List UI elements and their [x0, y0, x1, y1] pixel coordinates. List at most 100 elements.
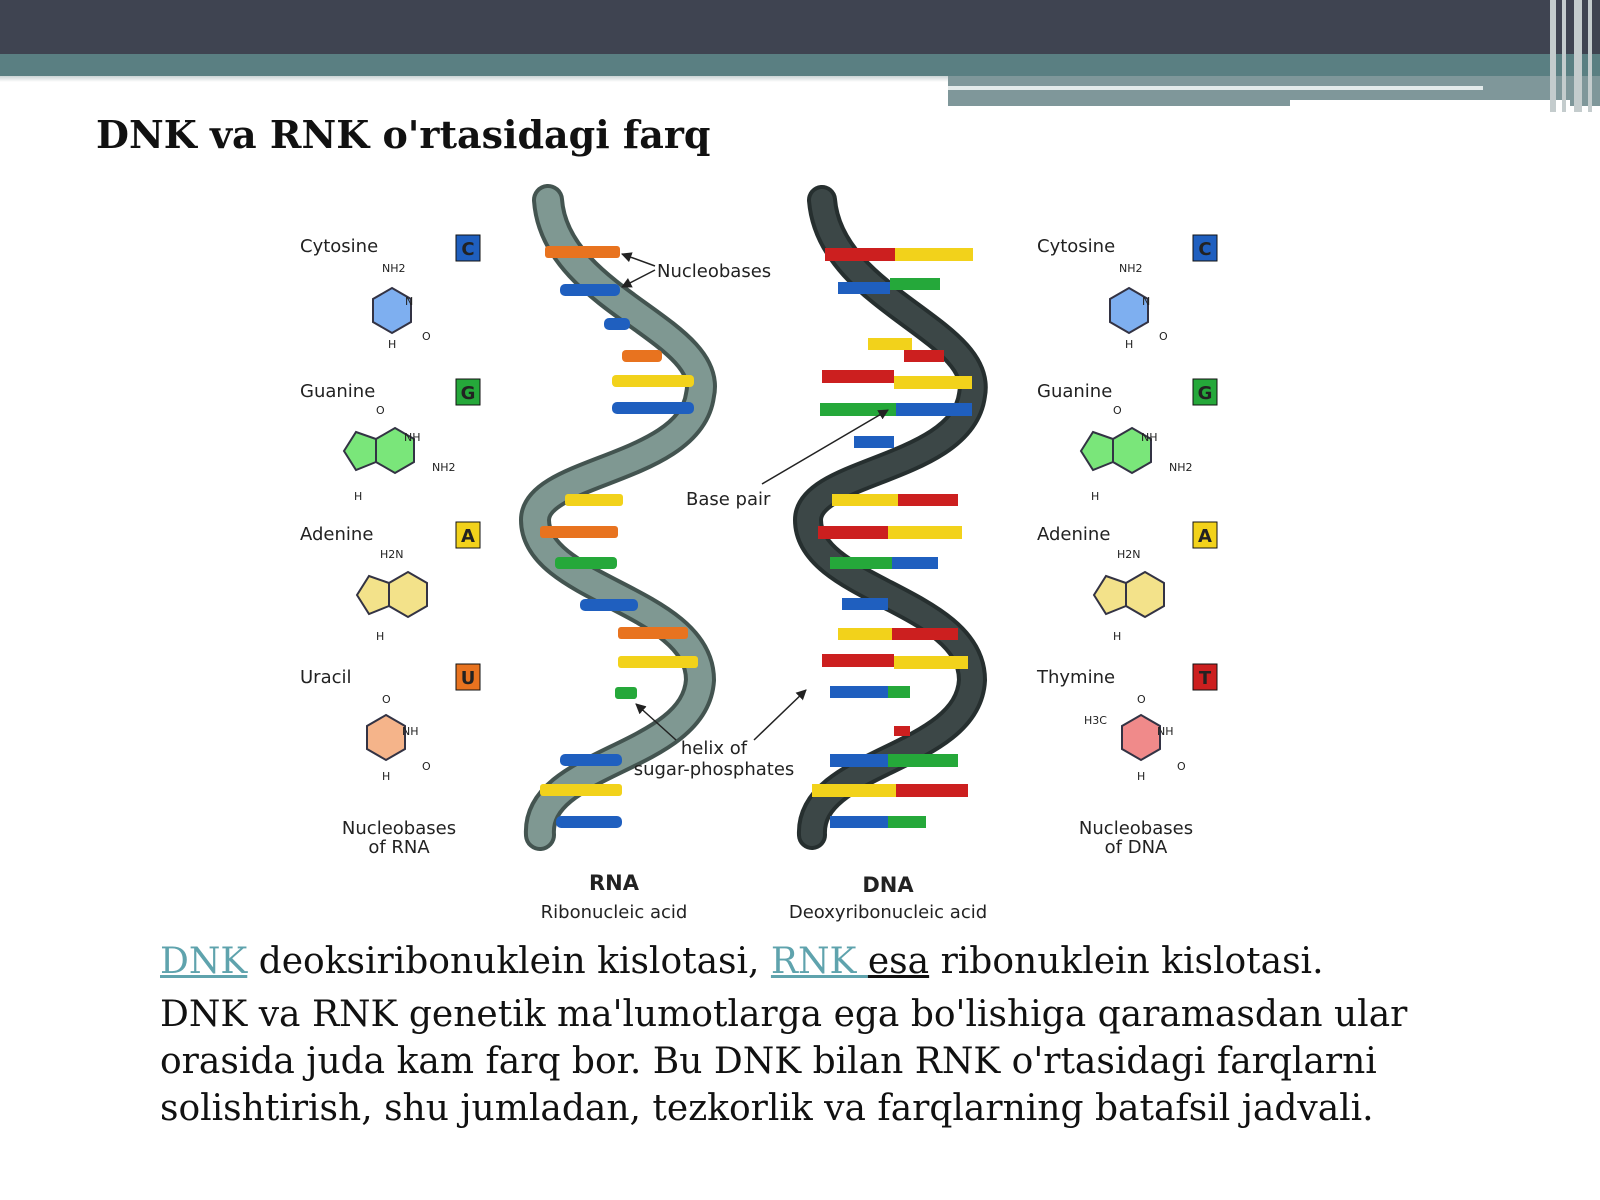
atom-label: N: [1142, 295, 1150, 308]
atom-label: NH2: [432, 461, 456, 474]
esa-word: esa: [867, 941, 930, 982]
atom-label: H: [1137, 770, 1145, 783]
header-accent-line: [1290, 100, 1570, 106]
rna-base: [612, 402, 694, 414]
nucleobases-annotation: Nucleobases: [621, 252, 771, 288]
rna-base: [560, 284, 620, 296]
dna-base-pair: [904, 350, 944, 362]
base-letter: U: [461, 668, 476, 689]
base-letter-badge: [455, 234, 481, 262]
rna-base-name: Adenine: [300, 524, 373, 545]
dna-base-pair: [822, 654, 894, 667]
atom-label: NH: [404, 431, 421, 444]
rna-base: [604, 318, 630, 330]
dna-legend-caption: of DNA: [1105, 837, 1168, 858]
dna-base-pair: [830, 686, 888, 698]
atom-label: NH2: [1119, 262, 1143, 275]
base-letter: A: [1198, 526, 1212, 547]
dna-base-pair: [830, 754, 888, 767]
guanine-structure: O NH NH2 H: [1079, 404, 1193, 503]
dna-legend: Cytosine C NH2 N H O Guanine G O NH NH2 …: [1036, 234, 1218, 858]
rna-legend-caption: Nucleobases: [342, 818, 456, 839]
atom-label: O: [422, 760, 431, 773]
rna-base-name: Uracil: [300, 667, 352, 688]
helix-label-line2: sugar-phosphates: [634, 759, 795, 780]
cytosine-structure: NH2 N H O: [372, 262, 431, 351]
atom-label: H: [1125, 338, 1133, 351]
dna-base-pair: [894, 656, 968, 669]
paragraph-definitions: DNK deoksiribonuklein kislotasi, RNK esa…: [160, 938, 1520, 985]
rnk-link[interactable]: RNK: [770, 941, 868, 982]
atom-label: O: [1177, 760, 1186, 773]
dnk-link[interactable]: DNK: [160, 941, 248, 982]
rna-base: [540, 526, 618, 538]
dna-base-pair: [822, 370, 894, 383]
dna-base-pair: [812, 784, 896, 797]
base-letter-badge: [455, 521, 481, 549]
base-letter-badge: [455, 378, 481, 406]
base-letter: A: [461, 526, 475, 547]
atom-label: H: [388, 338, 396, 351]
dna-label: DNA: [862, 873, 914, 897]
header-shadow: [0, 76, 1600, 82]
atom-label: O: [382, 693, 391, 706]
rna-base-name: Cytosine: [300, 236, 378, 257]
dna-base-pair: [890, 278, 940, 290]
dna-full-name: Deoxyribonucleic acid: [789, 902, 987, 923]
dna-base-pair: [830, 557, 892, 569]
dna-base-pair: [896, 784, 968, 797]
dna-base-pair: [892, 628, 958, 640]
base-letter: C: [461, 239, 474, 260]
dna-base-pair: [825, 248, 895, 261]
atom-label: H2N: [1117, 548, 1141, 561]
edge-stripe: [1574, 0, 1582, 112]
base-letter: C: [1198, 239, 1211, 260]
dna-base-name: Thymine: [1036, 667, 1115, 688]
dna-base-pair: [888, 816, 926, 828]
atom-label: O: [376, 404, 385, 417]
rna-base: [540, 784, 622, 796]
rna-base: [615, 687, 637, 699]
edge-stripe: [1588, 0, 1592, 112]
atom-label: O: [1137, 693, 1146, 706]
dna-base-pair: [888, 754, 958, 767]
dna-base-pair: [895, 248, 973, 261]
dna-base-pair: [888, 686, 910, 698]
base-pair-label: Base pair: [686, 489, 771, 510]
rna-base: [612, 375, 694, 387]
uracil-structure: O NH O H: [366, 693, 431, 783]
rna-label: RNA: [589, 871, 640, 895]
dna-base-pair: [898, 494, 958, 506]
paragraph-text: ribonuklein kislotasi.: [929, 941, 1324, 982]
base-letter: T: [1199, 668, 1212, 689]
body-text: DNK deoksiribonuklein kislotasi, RNK esa…: [160, 938, 1520, 1132]
rna-helix: [518, 184, 717, 851]
header-bar: [0, 0, 1600, 54]
atom-label: NH2: [382, 262, 406, 275]
atom-label: H: [1091, 490, 1099, 503]
thymine-structure: O H3C NH O H: [1084, 693, 1186, 783]
edge-stripe: [1562, 0, 1566, 112]
atom-label: H2N: [380, 548, 404, 561]
base-letter: G: [461, 383, 476, 404]
base-letter-badge: [1192, 378, 1218, 406]
rna-base: [580, 599, 638, 611]
adenine-structure: H2N H: [355, 548, 428, 643]
helix-label-line1: helix of: [681, 738, 748, 759]
dna-base-pair: [854, 436, 894, 448]
atom-label: NH: [402, 725, 419, 738]
rna-base: [622, 350, 662, 362]
dna-base-pair: [830, 816, 888, 828]
helix-annotation: helix of sugar-phosphates: [634, 689, 807, 780]
dna-base-name: Guanine: [1037, 381, 1112, 402]
base-letter-badge: [1192, 521, 1218, 549]
rna-base: [565, 494, 623, 506]
slide-title: DNK va RNK o'rtasidagi farq: [96, 112, 711, 157]
base-letter-badge: [1192, 234, 1218, 262]
atom-label: H3C: [1084, 714, 1107, 727]
edge-stripe: [1550, 0, 1556, 112]
atom-label: H: [376, 630, 384, 643]
rna-base: [545, 246, 620, 258]
rna-base-name: Guanine: [300, 381, 375, 402]
rna-base: [618, 656, 698, 668]
